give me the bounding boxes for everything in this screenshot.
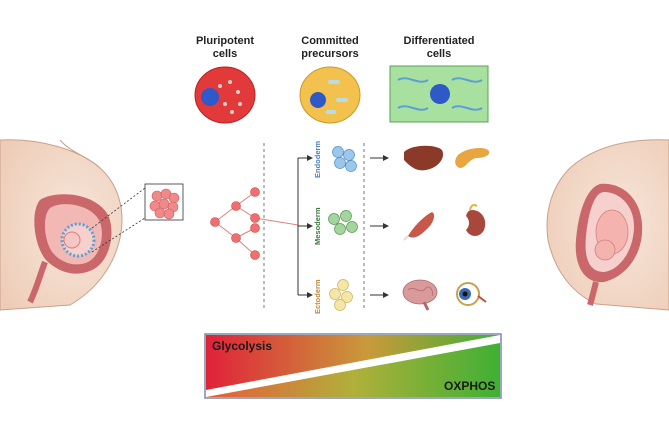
differentiated-cell bbox=[389, 65, 489, 123]
germ-layer-mesoderm: Mesoderm bbox=[313, 207, 322, 245]
pancreas-icon bbox=[455, 147, 490, 168]
metabolic-gradient bbox=[204, 333, 502, 399]
eye-icon bbox=[456, 282, 487, 306]
lineage-cells bbox=[210, 187, 260, 260]
muscle-icon bbox=[403, 212, 435, 241]
column-title-precursors: Committed precursors bbox=[301, 35, 359, 60]
brain-icon bbox=[402, 279, 438, 311]
early-pregnancy-illustration bbox=[0, 139, 123, 311]
kidney-icon bbox=[466, 204, 486, 236]
ectoderm-precursors bbox=[329, 279, 353, 311]
gradient-label-glycolysis: Glycolysis bbox=[212, 339, 273, 353]
pluripotent-cell bbox=[194, 66, 256, 124]
germ-layer-ectoderm: Ectoderm bbox=[313, 279, 322, 314]
column-title-differentiated: Differentiated cells bbox=[403, 35, 475, 60]
endoderm-precursors bbox=[332, 146, 357, 172]
liver-icon bbox=[404, 145, 444, 171]
embryo-zoom-box bbox=[91, 183, 184, 253]
late-pregnancy-illustration bbox=[546, 139, 669, 311]
germ-layer-endoderm: Endoderm bbox=[313, 140, 322, 178]
branch-bracket bbox=[297, 155, 313, 298]
mesoderm-precursors bbox=[328, 210, 358, 235]
gradient-label-oxphos: OXPHOS bbox=[444, 379, 496, 393]
organ-arrows bbox=[370, 155, 389, 298]
precursor-cell bbox=[299, 66, 361, 124]
column-title-pluripotent: Pluripotent cells bbox=[195, 35, 255, 60]
